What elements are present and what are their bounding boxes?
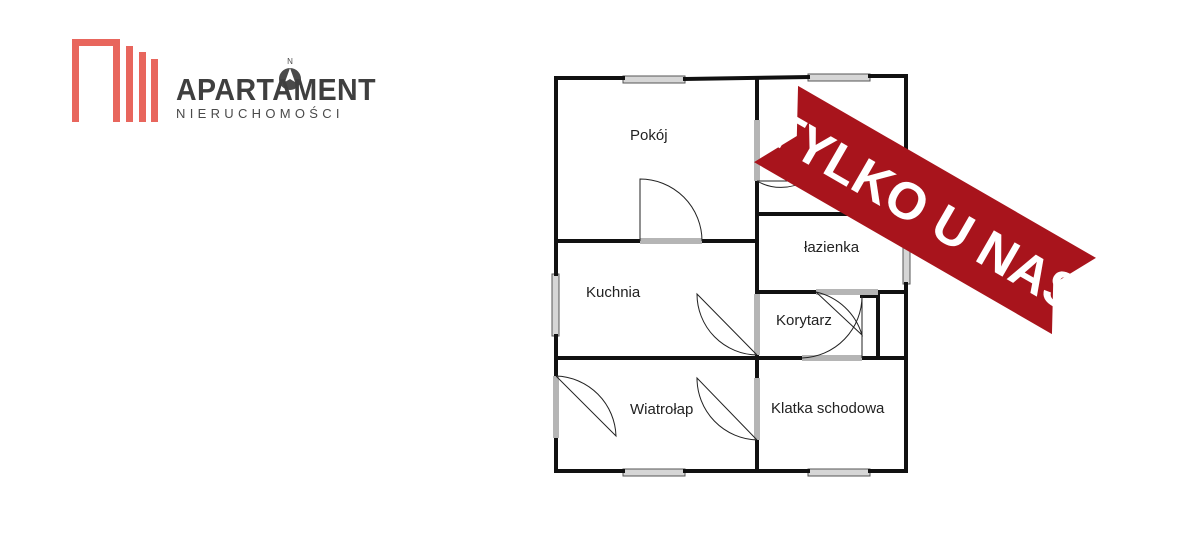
logo-name: APARTAMENT: [176, 72, 376, 107]
compass-icon: N: [279, 57, 301, 90]
logo-bars-icon: [72, 39, 158, 122]
door-openings: [553, 120, 878, 440]
window-bottom-right: [807, 468, 871, 477]
room-label-wiatrolap: Wiatrołap: [630, 401, 693, 418]
window-top-right: [807, 73, 871, 82]
promo-banner: TYLKO U NAS: [754, 85, 1096, 335]
room-label-korytarz: Korytarz: [776, 312, 832, 329]
door-swings: [555, 178, 863, 441]
logo: N: [72, 39, 301, 122]
banner-ribbon: [754, 85, 1096, 335]
window-top-left: [622, 75, 686, 84]
compass-letter: N: [287, 57, 293, 66]
room-label-kuchnia: Kuchnia: [586, 284, 641, 301]
room-label-klatka: Klatka schodowa: [771, 400, 885, 417]
room-label-pokoj: Pokój: [630, 127, 668, 144]
window-bottom-left: [622, 468, 686, 477]
room-label-lazienka: łazienka: [804, 239, 860, 256]
window-left-kitchen: [551, 273, 560, 337]
logo-subtitle: NIERUCHOMOŚCI: [176, 106, 344, 121]
